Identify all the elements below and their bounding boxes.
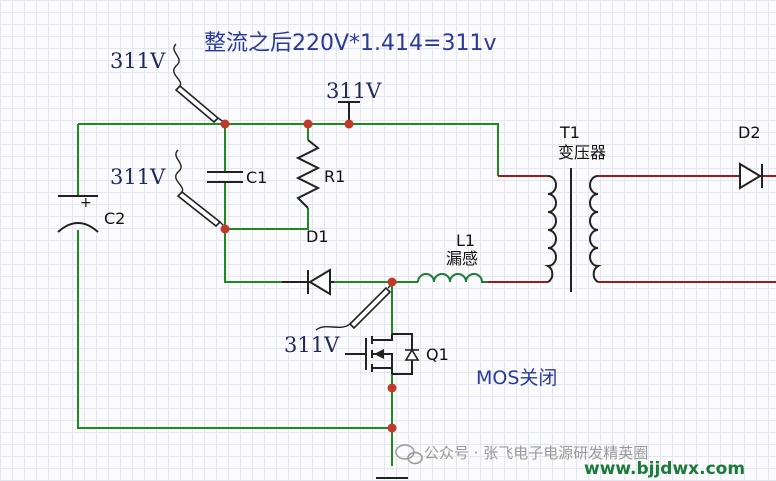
t1-label: T1 — [559, 123, 580, 142]
r1-label: R1 — [324, 167, 345, 186]
watermark-site: www.bjjdwx.com — [584, 459, 745, 479]
watermark-text: 公众号 · 张飞电子电源研发精英圈 — [424, 444, 648, 462]
t1-secondary-coil — [589, 175, 602, 283]
secondary-wires — [598, 175, 776, 283]
t1-desc-label: 变压器 — [558, 143, 606, 162]
d2-label: D2 — [738, 123, 761, 142]
q1-arrow — [374, 349, 384, 359]
junction-dot — [303, 119, 313, 129]
r1-symbol — [295, 139, 321, 209]
c1-symbol — [207, 171, 243, 183]
probe-middle — [175, 149, 226, 228]
mos-state-note: MOS关闭 — [476, 367, 557, 389]
d1-triangle — [308, 268, 331, 296]
c1-label: C1 — [246, 168, 267, 187]
left-return-wire — [77, 124, 392, 429]
t1-primary-coil — [544, 175, 557, 283]
junction-dot — [387, 423, 397, 433]
probe-voltage-label-top: 311V — [110, 49, 166, 73]
probe-voltage-label-middle: 311V — [110, 165, 166, 189]
junction-dot — [220, 119, 230, 129]
probe-voltage-label-gate: 311V — [284, 333, 340, 357]
l1-label: L1 — [456, 231, 475, 250]
diagram-title: 整流之后220V*1.414=311v — [204, 31, 496, 56]
c2-label: C2 — [104, 209, 125, 228]
q1-body-diode — [404, 348, 420, 361]
l1-desc-label: 漏感 — [446, 249, 478, 268]
junction-dot — [387, 383, 397, 393]
d1-label: D1 — [306, 227, 329, 246]
junction-dot — [344, 119, 354, 129]
c1-branch-wire — [224, 124, 282, 283]
c2-plus-sign: + — [80, 195, 92, 211]
rail-voltage-label: 311V — [326, 79, 382, 103]
d2-triangle — [739, 162, 762, 190]
junction-dot — [220, 224, 230, 234]
l1-symbol — [417, 273, 488, 283]
wechat-logo — [395, 444, 423, 465]
q1-label: Q1 — [426, 345, 449, 364]
c2-plate-bottom — [57, 222, 99, 233]
top-rail-wire — [78, 123, 499, 176]
top-voltage-marker — [338, 101, 360, 122]
primary-wires — [488, 175, 548, 283]
probe-top — [173, 43, 225, 124]
junction-dot — [387, 277, 397, 287]
